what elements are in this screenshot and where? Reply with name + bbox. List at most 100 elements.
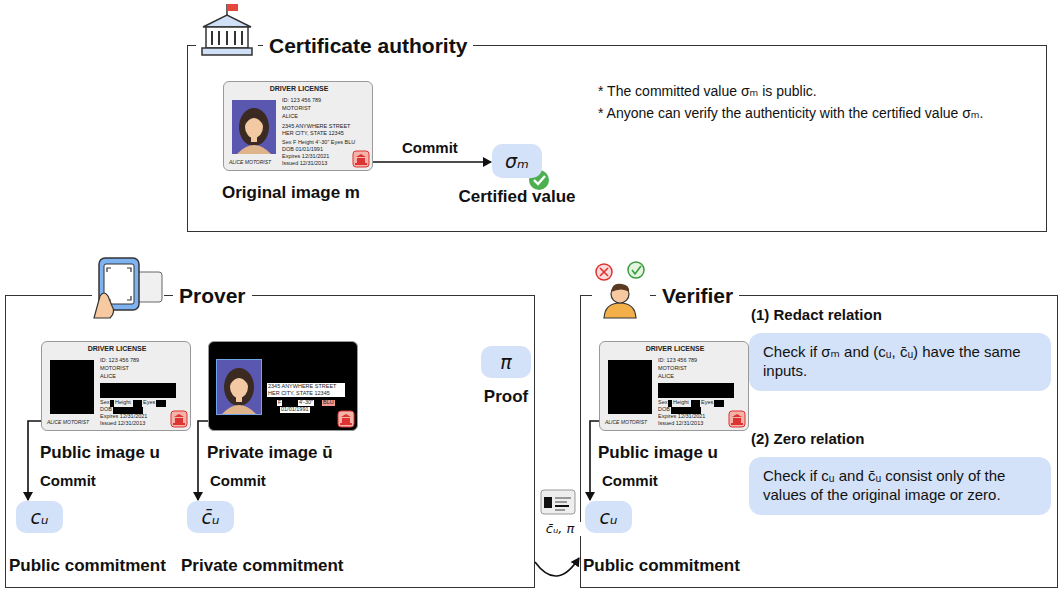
seal [337,410,355,428]
redaction [50,360,94,414]
edge-label: Commit [600,473,660,490]
card-text: ALICE MOTORIST [229,160,271,165]
redaction [156,400,166,407]
seal [170,410,188,428]
card-text: F [277,400,282,406]
mini-card [541,490,575,514]
seal [728,410,746,428]
card-text: ALICE [282,114,298,120]
verifier-icon [592,256,650,320]
image-caption: Public image u [598,444,718,463]
relation-box: (1) Redact relationCheck if σₘ and (cᵤ, … [749,333,1051,391]
relation-heading: (1) Redact relation [751,307,882,324]
relation-text: Check if σₘ and (cᵤ, c̄ᵤ) have the same … [763,343,1037,381]
portrait [217,360,261,414]
commitment-caption: Certified value [417,188,617,207]
redaction [668,400,672,407]
redaction [133,400,142,407]
commit-arrow [590,421,599,500]
card-text: MOTORIST [100,366,129,372]
card-text: Expires 12/31/2021 [100,414,147,420]
commit-arrow [535,558,579,576]
redaction [671,407,701,414]
card-text: BLU [322,400,335,406]
card-text: Height [115,400,131,406]
card-text: Issued 12/31/2013 [658,421,703,427]
redaction [691,400,700,407]
card-text: 2345 ANYWHERE STREET HER CITY, STATE 123… [267,383,345,397]
card-text: Height [673,400,689,406]
commitment-symbol: σₘ [492,151,542,172]
panel: ProverDRIVER LICENSEID: 123 456 789MOTOR… [5,295,535,588]
commitment-symbol: cᵤ [585,507,632,528]
card-text: MOTORIST [282,106,311,112]
license-image: 2345 ANYWHERE STREET HER CITY, STATE 123… [208,341,358,431]
commitment-symbol: π [481,352,531,373]
redaction [658,383,734,398]
commitment-caption: Public commitment [9,557,209,576]
edge-label: c̄ᵤ, π [536,522,584,536]
commitment-pill: πProof [481,346,531,378]
image-caption: Public image u [40,444,160,463]
card-text: DOB [100,407,112,413]
commitment-caption: Public commitment [583,557,783,576]
card-text: Sex F Height 4'-30" Eyes BLU [282,140,355,146]
card-text: DOB [658,407,670,413]
card-text: Expires 12/31/2021 [282,154,329,160]
commit-arrow [198,421,208,500]
card-text: ID: 123 456 789 [658,358,697,364]
card-text: DRIVER LICENSE [42,345,192,352]
card-text: ALICE [658,374,674,380]
commitment-pill: cᵤPublic commitment [585,501,632,533]
note-text: * The committed value σₘ is public. [598,82,998,100]
commitment-caption: Private commitment [181,557,381,576]
card-text: Sex [658,400,667,406]
redaction [110,400,114,407]
relation-text: Check if cᵤ and c̄ᵤ consist only of the … [763,467,1037,505]
edge-label: Commit [400,140,460,157]
authority-icon [196,2,258,58]
card-text: 01/01/1991 [280,407,310,413]
card-text: Issued 12/31/2013 [100,421,145,427]
card-text: ALICE [100,374,116,380]
relation-heading: (2) Zero relation [751,431,864,448]
card-text: Sex [100,400,109,406]
panel: Certificate authorityDRIVER LICENSEID: 1… [187,45,1047,232]
commitment-pill: σₘCertified value [492,144,542,178]
note-text: * Anyone can verify the authenticity wit… [598,104,998,122]
card-text: MOTORIST [658,366,687,372]
card-text: ALICE MOTORIST [605,420,647,425]
panel-heading: Certificate authority [263,32,473,60]
image-caption: Original image m [222,184,360,203]
redaction [608,360,652,414]
prover-icon [92,250,164,322]
card-text: DRIVER LICENSE [600,345,750,352]
license-image: DRIVER LICENSE ID: 123 456 789MOTORIST ALI… [41,341,191,431]
relation-box: (2) Zero relationCheck if cᵤ and c̄ᵤ con… [749,457,1051,515]
redaction [714,400,724,407]
license-image: DRIVER LICENSE ID: 123 456 789MOTORIST ALI… [599,341,749,431]
portrait [232,100,276,154]
card-text: Eyes [143,400,155,406]
commitment-caption: Proof [406,388,606,407]
redaction [100,383,176,398]
license-image: DRIVER LICENSEID: 123 456 789MOTORISTALI… [223,81,373,171]
panel-heading: Prover [173,282,252,310]
edge-label: Commit [208,473,268,490]
card-text: 2345 ANYWHERE STREET [282,124,350,130]
commitment-symbol: c̄ᵤ [187,507,234,528]
panel: VerifierDRIVER LICENSEID: 123 456 789MOT… [580,295,1058,588]
commitment-pill: c̄ᵤPrivate commitment [187,501,234,533]
redaction [113,407,143,414]
card-text: Eyes [701,400,713,406]
commitment-pill: cᵤPublic commitment [16,501,63,533]
edge-label: Commit [38,473,98,490]
card-text: DOB 01/01/1991 [282,147,323,153]
card-text: HER CITY, STATE 12345 [282,131,344,137]
card-text: Expires 12/31/2021 [658,414,705,420]
card-text: ID: 123 456 789 [100,358,139,364]
card-text: Issued 12/31/2013 [282,161,327,167]
card-text: 4'-30" [298,400,314,406]
commitment-symbol: cᵤ [16,507,63,528]
